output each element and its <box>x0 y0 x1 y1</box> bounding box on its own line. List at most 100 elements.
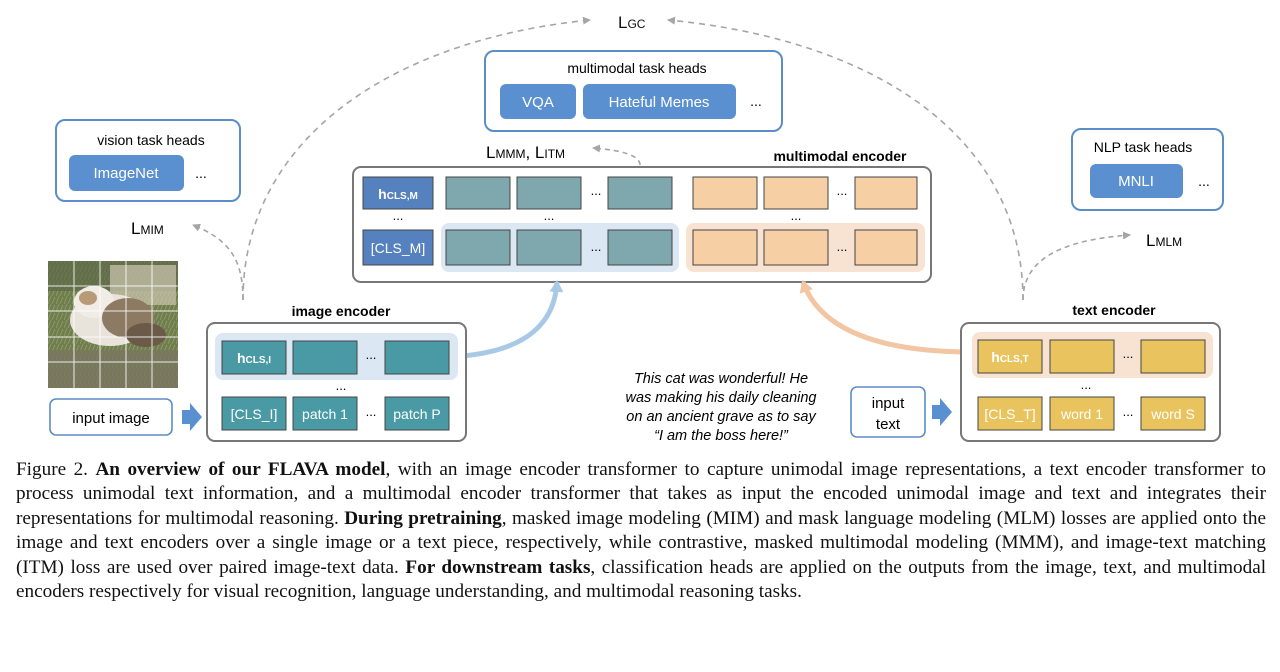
svg-text:...: ... <box>393 208 404 223</box>
vision-task-heads: vision task heads ImageNet ... <box>55 119 241 202</box>
word-1-token <box>1049 396 1115 431</box>
input-text-arrow <box>932 398 952 426</box>
svg-text:hCLS,I: hCLS,I <box>237 350 271 366</box>
svg-text:...: ... <box>195 165 207 181</box>
mlm-arrow <box>1022 231 1131 301</box>
loss-mlm: LMLM <box>1146 231 1182 250</box>
svg-text:...: ... <box>837 183 848 198</box>
mm-text-token <box>692 176 758 210</box>
image-token <box>292 340 358 375</box>
text-hcls-token <box>977 339 1043 374</box>
svg-text:word 1: word 1 <box>1060 406 1103 422</box>
caption-bold-downstream: For downstream tasks <box>405 556 591 578</box>
patch-1-token <box>292 396 358 431</box>
mm-cls-token <box>362 229 434 266</box>
input-text-box <box>850 386 926 438</box>
svg-text:...: ... <box>1123 346 1134 361</box>
loss-mmm-itm: LMMM, LITM <box>486 143 565 162</box>
svg-text:MNLI: MNLI <box>1118 173 1154 190</box>
caption-bold-pretraining: During pretraining <box>344 507 502 529</box>
svg-text:...: ... <box>1123 404 1134 419</box>
svg-text:patch 1: patch 1 <box>302 406 348 422</box>
svg-text:...: ... <box>591 183 602 198</box>
svg-text:...: ... <box>591 239 602 254</box>
svg-text:...: ... <box>366 404 377 419</box>
svg-text:hCLS,T: hCLS,T <box>991 349 1028 365</box>
svg-text:VQA: VQA <box>522 94 554 111</box>
svg-text:This cat was wonderful! He: This cat was wonderful! He <box>634 371 808 387</box>
svg-text:[CLS_T]: [CLS_T] <box>984 406 1035 422</box>
mm-image-token <box>516 229 582 266</box>
svg-text:on an ancient grave as to say: on an ancient grave as to say <box>626 409 816 425</box>
svg-text:hCLS,M: hCLS,M <box>378 186 418 202</box>
svg-text:multimodal encoder: multimodal encoder <box>773 148 907 164</box>
multimodal-task-heads: multimodal task heads VQA Hateful Memes … <box>484 50 783 132</box>
svg-text:...: ... <box>750 93 762 109</box>
sample-text: This cat was wonderful! He was making hi… <box>625 371 816 444</box>
mm-image-token <box>445 229 511 266</box>
svg-text:input image: input image <box>72 410 150 427</box>
svg-text:...: ... <box>837 239 848 254</box>
mm-image-token <box>445 176 511 210</box>
mm-image-token <box>607 176 673 210</box>
svg-text:...: ... <box>1198 173 1210 189</box>
image-to-mm-arrow <box>461 280 564 359</box>
text-token <box>1140 339 1206 374</box>
loss-mim: LMIM <box>131 219 164 238</box>
svg-text:text: text <box>876 416 901 433</box>
svg-text:...: ... <box>336 378 347 393</box>
svg-text:vision task heads: vision task heads <box>97 132 204 148</box>
svg-text:[CLS_I]: [CLS_I] <box>231 406 278 422</box>
caption-bold-overview: An overview of our FLAVA model <box>95 459 386 480</box>
cat-photo <box>48 261 178 388</box>
svg-text:patch P: patch P <box>393 406 440 422</box>
caption-text-3: , classification heads are applied on th… <box>16 556 1267 603</box>
svg-text:...: ... <box>1081 377 1092 392</box>
imagenet-head-button[interactable] <box>69 155 184 191</box>
hateful-memes-head-button[interactable] <box>583 84 736 119</box>
input-image-box <box>49 398 173 436</box>
multimodal-encoder: multimodal encoder hCLS,M [CLS_M] ... ..… <box>352 148 932 283</box>
loss-gc: LGC <box>618 13 646 32</box>
image-encoder: image encoder hCLS,I ... ... [CLS_I] pat… <box>206 303 467 442</box>
image-hcls-token <box>221 340 287 375</box>
patch-p-token <box>384 396 450 431</box>
mm-text-token <box>854 229 918 266</box>
mm-image-token <box>607 229 673 266</box>
input-image-arrow <box>182 403 202 431</box>
mmm-itm-arrow <box>592 144 641 166</box>
mim-arrow <box>192 223 244 301</box>
nlp-task-heads: NLP task heads MNLI ... <box>1071 128 1224 211</box>
mm-text-token <box>692 229 758 266</box>
svg-text:“I am the boss here!”: “I am the boss here!” <box>654 428 789 444</box>
svg-text:was making his daily cleaning: was making his daily cleaning <box>625 390 816 406</box>
svg-text:ImageNet: ImageNet <box>93 165 159 182</box>
gc-arrow-right <box>667 16 1024 301</box>
svg-text:[CLS_M]: [CLS_M] <box>371 240 425 256</box>
text-to-mm-arrow <box>799 280 973 355</box>
svg-text:word S: word S <box>1150 406 1195 422</box>
image-token <box>384 340 450 375</box>
svg-text:image encoder: image encoder <box>292 303 391 319</box>
image-cls-token <box>221 396 287 431</box>
svg-text:...: ... <box>544 208 555 223</box>
mnli-head-button[interactable] <box>1090 164 1183 198</box>
svg-text:...: ... <box>791 208 802 223</box>
svg-text:Hateful Memes: Hateful Memes <box>609 94 710 111</box>
text-cls-token <box>977 396 1043 431</box>
svg-text:...: ... <box>366 347 377 362</box>
figure-caption: Figure 2. An overview of our FLAVA model… <box>16 458 1266 604</box>
gc-arrow-left <box>242 16 591 301</box>
caption-label: Figure 2. <box>16 459 88 480</box>
word-s-token <box>1140 396 1206 431</box>
svg-text:input: input <box>872 395 905 412</box>
vqa-head-button[interactable] <box>500 84 576 119</box>
mm-text-token <box>854 176 918 210</box>
mm-hcls-token <box>362 176 434 210</box>
mm-text-token <box>763 229 829 266</box>
mm-image-token <box>516 176 582 210</box>
caption-text-2: , masked image modeling (MIM) and mask l… <box>16 507 1266 578</box>
text-encoder: text encoder hCLS,T ... ... [CLS_T] word… <box>960 302 1221 442</box>
svg-text:text encoder: text encoder <box>1072 302 1156 318</box>
svg-text:NLP task heads: NLP task heads <box>1094 139 1193 155</box>
